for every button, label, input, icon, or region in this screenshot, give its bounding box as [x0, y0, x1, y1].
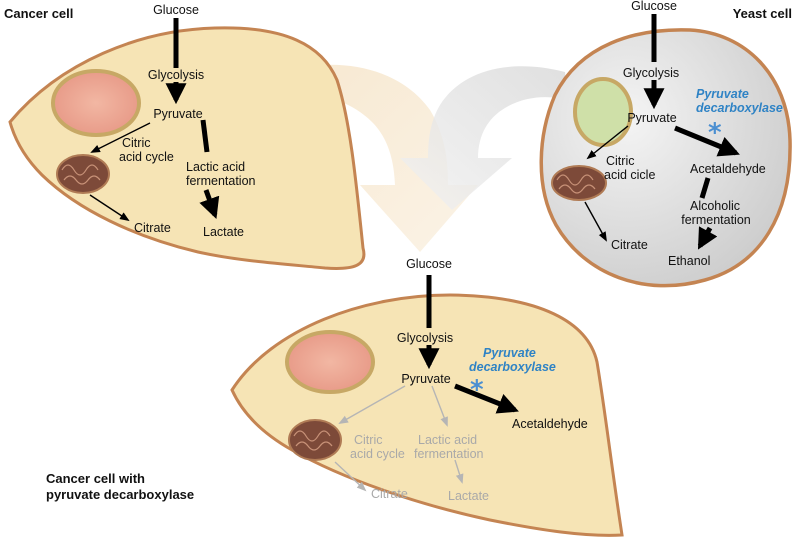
- engineered-lactic-label-2: fermentation: [414, 447, 484, 461]
- engineered-mitochondrion: [288, 419, 342, 461]
- transfer-arrow-right: [400, 66, 568, 211]
- cancer-glycolysis-label: Glycolysis: [148, 68, 204, 82]
- arrow-lactic-lactate: [199, 189, 220, 219]
- engineered-enzyme-label-1: Pyruvate: [483, 346, 536, 360]
- cancer-citric-label-2: acid cycle: [119, 150, 174, 164]
- engineered-enzyme-label-2: decarboxylase: [469, 360, 556, 374]
- arrow-yeast-pyruvate-acetaldehyde: [674, 125, 740, 157]
- arrow-eng-lactic-lactate: [454, 459, 464, 484]
- engineered-title-1: Cancer cell with: [46, 471, 145, 486]
- yeast-enzyme-label-2: decarboxylase: [696, 101, 783, 115]
- arrow-eng-pyruvate-acetaldehyde: [454, 383, 519, 414]
- yeast-enzyme-label-1: Pyruvate: [696, 87, 749, 101]
- arrow-eng-citric-citrate: [334, 461, 367, 492]
- engineered-cancer-cell: [230, 293, 624, 537]
- arrow-citric-citrate: [89, 194, 130, 222]
- yeast-citric-label-1: Citric: [606, 154, 634, 168]
- yeast-citric-label-2: acid cicle: [604, 168, 655, 182]
- engineered-acetaldehyde-label: Acetaldehyde: [512, 417, 588, 431]
- arrow-yeast-citric-citrate: [584, 201, 607, 242]
- arrow-yeast-alcoholic-ethanol: [697, 226, 718, 250]
- cancer-cell-title: Cancer cell: [4, 6, 73, 21]
- yeast-cell: [539, 28, 792, 288]
- cancer-pathway-arrows: [89, 18, 220, 222]
- engineered-pyruvate-label: Pyruvate: [401, 372, 450, 386]
- cancer-citric-label-1: Citric: [122, 136, 150, 150]
- cancer-cell-membrane: [8, 26, 366, 270]
- arrow-pyruvate-citric: [90, 122, 151, 153]
- engineered-citric-label-1: Citric: [354, 433, 382, 447]
- cancer-lactate-label: Lactate: [203, 225, 244, 239]
- yeast-glycolysis-label: Glycolysis: [623, 66, 679, 80]
- engineered-enzyme-star: *: [470, 375, 484, 405]
- engineered-citric-label-2: acid cycle: [350, 447, 405, 461]
- yeast-vacuole: [573, 77, 633, 147]
- arrow-yeast-acetaldehyde-alcoholic: [699, 177, 711, 199]
- cancer-glucose-label: Glucose: [153, 3, 199, 17]
- yeast-mitochondrion: [551, 165, 607, 201]
- cancer-pyruvate-label: Pyruvate: [153, 107, 202, 121]
- yeast-citrate-label: Citrate: [611, 238, 648, 252]
- yeast-pathway-arrows: [584, 14, 740, 250]
- arrow-yeast-pyruvate-citric: [586, 125, 629, 160]
- cancer-lactic-label-2: fermentation: [186, 174, 256, 188]
- engineered-lactic-label-1: Lactic acid: [418, 433, 477, 447]
- yeast-enzyme-star: *: [708, 118, 722, 148]
- yeast-alcoholic-label-1: Alcoholic: [690, 199, 740, 213]
- cancer-lactic-label-1: Lactic acid: [186, 160, 245, 174]
- engineered-pathway-arrows: [334, 275, 519, 492]
- cancer-nucleus: [51, 69, 141, 137]
- engineered-nucleus: [285, 330, 375, 394]
- engineered-title-2: pyruvate decarboxylase: [46, 487, 194, 502]
- yeast-glucose-label: Glucose: [631, 0, 677, 13]
- engineered-glucose-label: Glucose: [406, 257, 452, 271]
- yeast-pyruvate-label: Pyruvate: [627, 111, 676, 125]
- engineered-citrate-label: Citrate: [371, 487, 408, 501]
- arrow-pyruvate-lactic: [200, 119, 210, 153]
- arrow-eng-pyruvate-lactic: [431, 385, 448, 427]
- arrow-eng-pyruvate-citric: [338, 385, 406, 424]
- engineered-lactate-label: Lactate: [448, 489, 489, 503]
- cancer-cell: [8, 26, 366, 270]
- cancer-mitochondrion: [56, 154, 110, 194]
- cancer-citrate-label: Citrate: [134, 221, 171, 235]
- yeast-cell-title: Yeast cell: [733, 6, 792, 21]
- yeast-alcoholic-label-2: fermentation: [681, 213, 751, 227]
- engineered-glycolysis-label: Glycolysis: [397, 331, 453, 345]
- yeast-ethanol-label: Ethanol: [668, 254, 710, 268]
- transfer-arrow-left: [280, 64, 478, 252]
- yeast-acetaldehyde-label: Acetaldehyde: [690, 162, 766, 176]
